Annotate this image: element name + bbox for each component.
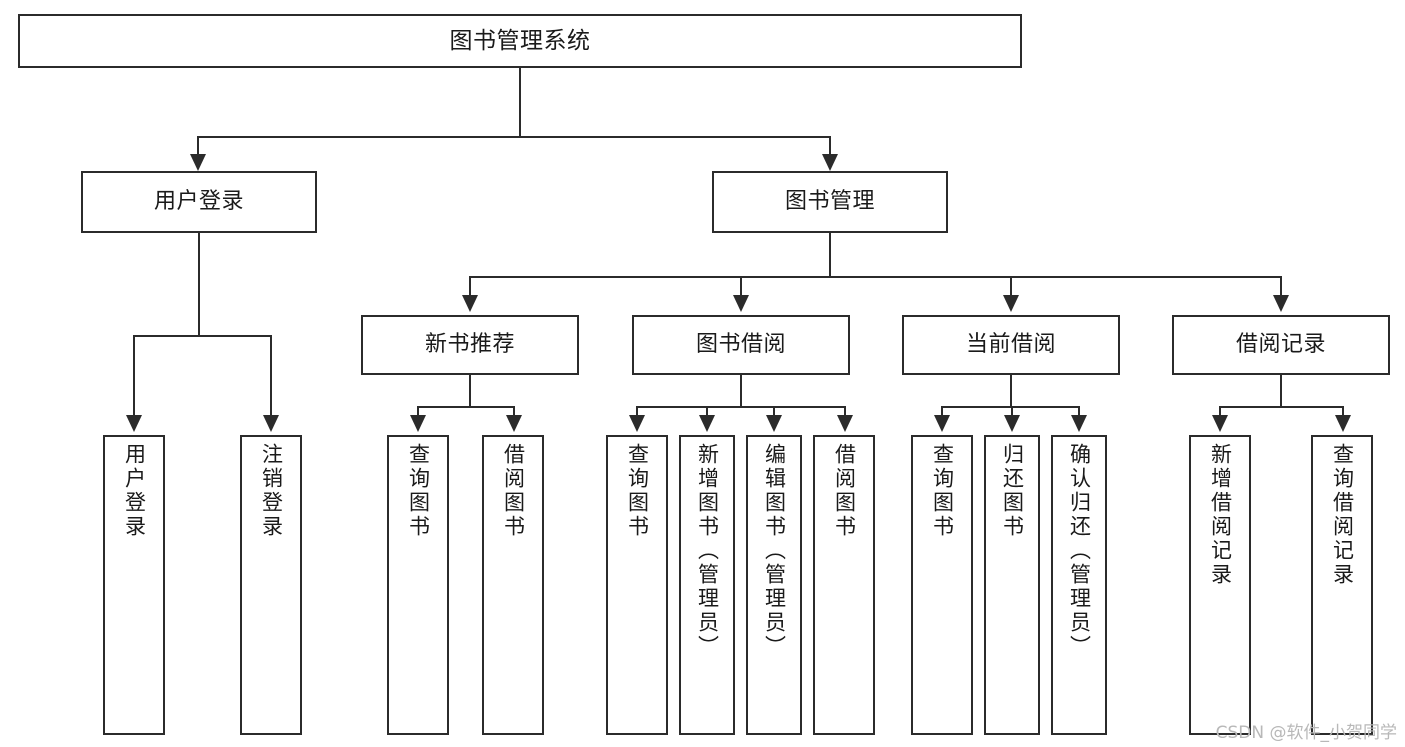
node-label: 注销登录 <box>259 443 284 539</box>
node-label: 新增借阅记录 <box>1208 443 1233 587</box>
node-borrow-record[interactable]: 借阅记录 <box>1172 315 1390 375</box>
connector-to-new-book-rec <box>469 276 471 298</box>
node-label: 编辑图书（管理员） <box>762 443 787 659</box>
arrow-book-borrow-c1 <box>629 415 645 432</box>
leaf-add-book-admin[interactable]: 新增图书（管理员） <box>679 435 735 735</box>
node-label: 图书管理系统 <box>449 27 591 54</box>
leaf-confirm-return-admin[interactable]: 确认归还（管理员） <box>1051 435 1107 735</box>
node-label: 查询图书 <box>406 443 431 539</box>
connector-new-book-rec-c1 <box>417 406 419 418</box>
arrow-borrow-record-c1 <box>1212 415 1228 432</box>
arrow-root-to-user-login <box>190 154 206 171</box>
connector-book-borrow-bus <box>636 406 844 408</box>
leaf-user-login[interactable]: 用户登录 <box>103 435 165 735</box>
connector-root-bus <box>197 136 830 138</box>
node-label: 归还图书 <box>1000 443 1025 539</box>
connector-book-borrow-c4 <box>844 406 846 418</box>
node-current-borrow[interactable]: 当前借阅 <box>902 315 1120 375</box>
connector-current-borrow-stem <box>1010 375 1012 406</box>
connector-book-borrow-c1 <box>636 406 638 418</box>
arrow-current-borrow-c1 <box>934 415 950 432</box>
node-label: 用户登录 <box>122 443 147 539</box>
arrow-book-borrow-c3 <box>766 415 782 432</box>
arrow-to-current-borrow <box>1003 295 1019 312</box>
arrow-to-new-book-rec <box>462 295 478 312</box>
leaf-query-book-borrow[interactable]: 查询图书 <box>606 435 668 735</box>
connector-to-book-borrow <box>740 276 742 298</box>
node-label: 图书借阅 <box>695 332 786 358</box>
arrow-current-borrow-c3 <box>1071 415 1087 432</box>
connector-borrow-record-c1 <box>1219 406 1221 418</box>
arrow-to-borrow-record <box>1273 295 1289 312</box>
connector-borrow-record-c2 <box>1342 406 1344 418</box>
connector-current-borrow-c3 <box>1078 406 1080 418</box>
connector-new-book-rec-stem <box>469 375 471 406</box>
connector-root-to-book-mgmt <box>829 136 831 158</box>
node-label: 用户登录 <box>153 189 244 215</box>
arrow-new-book-rec-c1 <box>410 415 426 432</box>
node-label: 新书推荐 <box>424 332 515 358</box>
node-label: 借阅图书 <box>832 443 857 539</box>
connector-user-login-stem <box>198 233 200 335</box>
connector-book-mgmt-bus <box>469 276 1281 278</box>
connector-user-login-bus <box>133 335 271 337</box>
node-label: 借阅记录 <box>1235 332 1326 358</box>
leaf-borrow-book-rec[interactable]: 借阅图书 <box>482 435 544 735</box>
node-label: 查询图书 <box>930 443 955 539</box>
arrow-user-login-right <box>263 415 279 432</box>
connector-borrow-record-stem <box>1280 375 1282 406</box>
node-label: 借阅图书 <box>501 443 526 539</box>
connector-to-current-borrow <box>1010 276 1012 298</box>
arrow-new-book-rec-c2 <box>506 415 522 432</box>
connector-book-borrow-c3 <box>773 406 775 418</box>
arrow-root-to-book-mgmt <box>822 154 838 171</box>
connector-user-login-left <box>133 335 135 418</box>
leaf-query-borrow-record[interactable]: 查询借阅记录 <box>1311 435 1373 735</box>
node-new-book-recommend[interactable]: 新书推荐 <box>361 315 579 375</box>
arrow-user-login-left <box>126 415 142 432</box>
leaf-return-book[interactable]: 归还图书 <box>984 435 1040 735</box>
connector-book-borrow-c2 <box>706 406 708 418</box>
node-label: 新增图书（管理员） <box>695 443 720 659</box>
connector-borrow-record-bus <box>1219 406 1342 408</box>
arrow-book-borrow-c4 <box>837 415 853 432</box>
connector-new-book-rec-c2 <box>513 406 515 418</box>
arrow-to-book-borrow <box>733 295 749 312</box>
connector-user-login-right <box>270 335 272 418</box>
leaf-query-book-current[interactable]: 查询图书 <box>911 435 973 735</box>
node-label: 当前借阅 <box>965 332 1056 358</box>
connector-current-borrow-c1 <box>941 406 943 418</box>
node-label: 查询借阅记录 <box>1330 443 1355 587</box>
node-user-login[interactable]: 用户登录 <box>81 171 317 233</box>
leaf-edit-book-admin[interactable]: 编辑图书（管理员） <box>746 435 802 735</box>
connector-book-mgmt-stem <box>829 233 831 276</box>
leaf-add-borrow-record[interactable]: 新增借阅记录 <box>1189 435 1251 735</box>
leaf-query-book-rec[interactable]: 查询图书 <box>387 435 449 735</box>
connector-current-borrow-c2 <box>1011 406 1013 418</box>
connector-current-borrow-bus <box>941 406 1078 408</box>
leaf-borrow-book[interactable]: 借阅图书 <box>813 435 875 735</box>
connector-root-stem <box>519 68 521 136</box>
connector-to-borrow-record <box>1280 276 1282 298</box>
connector-book-borrow-stem <box>740 375 742 406</box>
node-book-management[interactable]: 图书管理 <box>712 171 948 233</box>
leaf-logout[interactable]: 注销登录 <box>240 435 302 735</box>
connector-new-book-rec-bus <box>417 406 513 408</box>
node-label: 确认归还（管理员） <box>1067 443 1092 659</box>
node-book-borrow[interactable]: 图书借阅 <box>632 315 850 375</box>
node-label: 查询图书 <box>625 443 650 539</box>
arrow-borrow-record-c2 <box>1335 415 1351 432</box>
arrow-current-borrow-c2 <box>1004 415 1020 432</box>
csdn-watermark: CSDN @软件_小贺同学 <box>1215 723 1397 743</box>
arrow-book-borrow-c2 <box>699 415 715 432</box>
connector-root-to-user-login <box>197 136 199 158</box>
node-root-book-management-system[interactable]: 图书管理系统 <box>18 14 1022 68</box>
node-label: 图书管理 <box>784 189 875 215</box>
